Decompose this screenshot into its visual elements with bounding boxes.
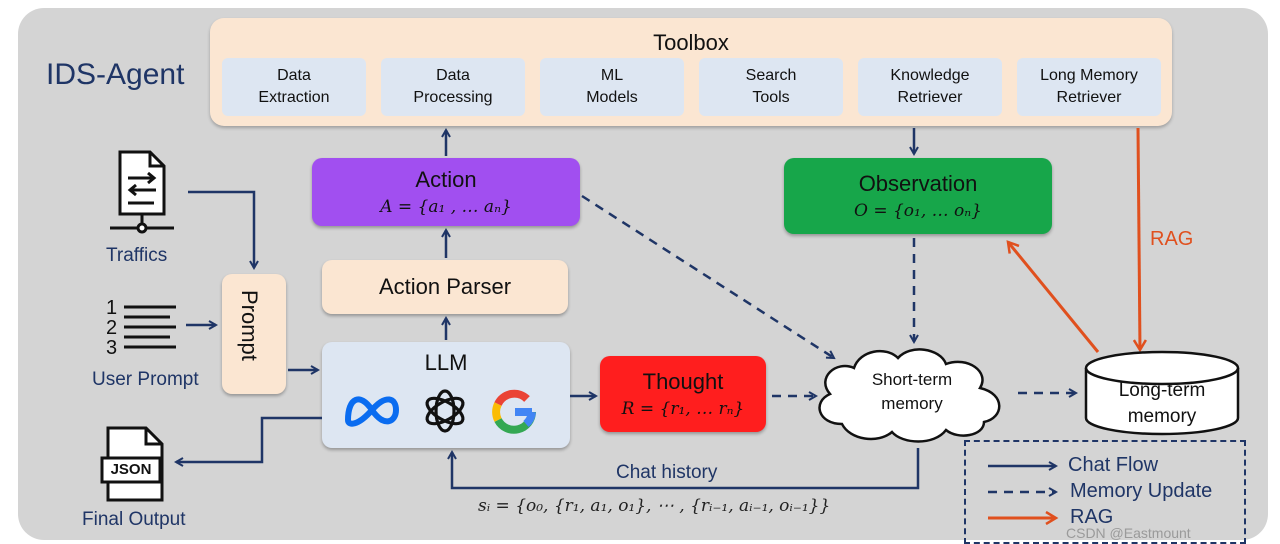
prompt-label: Prompt (237, 290, 262, 361)
json-file-icon (100, 426, 164, 502)
tool-ml-models: ML Models (540, 58, 684, 116)
openai-logo-icon (425, 389, 465, 433)
tool-long-memory-retriever: Long Memory Retriever (1017, 58, 1161, 116)
arrow-llm-to-final-output (176, 416, 322, 462)
traffics-document-icon (110, 150, 174, 234)
rag-label: RAG (1150, 228, 1194, 250)
dashed-action-to-shortterm (581, 194, 834, 358)
tool-search-tools: Search Tools (699, 58, 843, 116)
long-term-cylinder-body (1084, 368, 1240, 436)
chat-history-formula: sᵢ = {o₀, {r₁, a₁, o₁}, ⋯ , {rᵢ₋₁, aᵢ₋₁,… (478, 496, 831, 516)
svg-text:2: 2 (106, 317, 117, 339)
action-parser-label: Action Parser (378, 274, 512, 299)
chat-history-label: Chat history (616, 462, 718, 483)
arrow-chat-history-loop (452, 448, 920, 490)
final-output-label: Final Output (82, 509, 186, 530)
json-label: JSON (110, 461, 152, 478)
action-parser-box: Action Parser (322, 260, 568, 314)
long-term-memory-label: Long-term memory (1118, 380, 1206, 427)
short-term-memory-label: Short-term memory (871, 370, 953, 413)
rag-arrow-toolbox-to-longterm (1138, 127, 1140, 350)
tool-data-extraction: Data Extraction (222, 58, 366, 116)
watermark: CSDN @Eastmount (1066, 525, 1191, 541)
toolbox-title: Toolbox (653, 30, 729, 55)
action-box: Action A = {a₁ , … aₙ} (312, 158, 580, 226)
thought-formula: R = {r₁, … rₙ} (621, 399, 745, 419)
llm-box: LLM (322, 342, 570, 448)
arrow-traffics-to-prompt (188, 190, 254, 268)
rag-arrow-longterm-to-observation (1008, 242, 1100, 353)
svg-text:1: 1 (106, 297, 117, 319)
thought-box: Thought R = {r₁, … rₙ} (600, 356, 766, 432)
action-formula: A = {a₁ , … aₙ} (380, 197, 512, 217)
toolbox: Toolbox Data Extraction Data Processing … (210, 18, 1172, 126)
numbered-list-icon: 1 2 3 (106, 297, 176, 358)
thought-label: Thought (642, 369, 724, 394)
tool-knowledge-retriever: Knowledge Retriever (858, 58, 1002, 116)
action-label: Action (415, 167, 477, 192)
svg-text:3: 3 (106, 337, 117, 358)
legend-chat-flow: Chat Flow (1068, 454, 1159, 476)
diagram-title: IDS-Agent (46, 58, 185, 91)
meta-logo-icon (344, 396, 400, 427)
legend-memory-update: Memory Update (1070, 480, 1213, 502)
observation-label: Observation (858, 171, 978, 196)
prompt-box: Prompt (222, 274, 286, 394)
short-term-cloud (818, 348, 1001, 443)
legend-rag: RAG (1070, 506, 1114, 528)
observation-box: Observation O = {o₁, … oₙ} (784, 158, 1052, 234)
traffics-label: Traffics (106, 245, 168, 266)
google-logo-icon (492, 389, 536, 434)
long-term-cylinder-top (1084, 350, 1240, 386)
legend (964, 440, 1246, 544)
llm-label: LLM (424, 350, 468, 375)
user-prompt-label: User Prompt (92, 369, 199, 390)
tool-data-processing: Data Processing (381, 58, 525, 116)
observation-formula: O = {o₁, … oₙ} (853, 201, 982, 221)
